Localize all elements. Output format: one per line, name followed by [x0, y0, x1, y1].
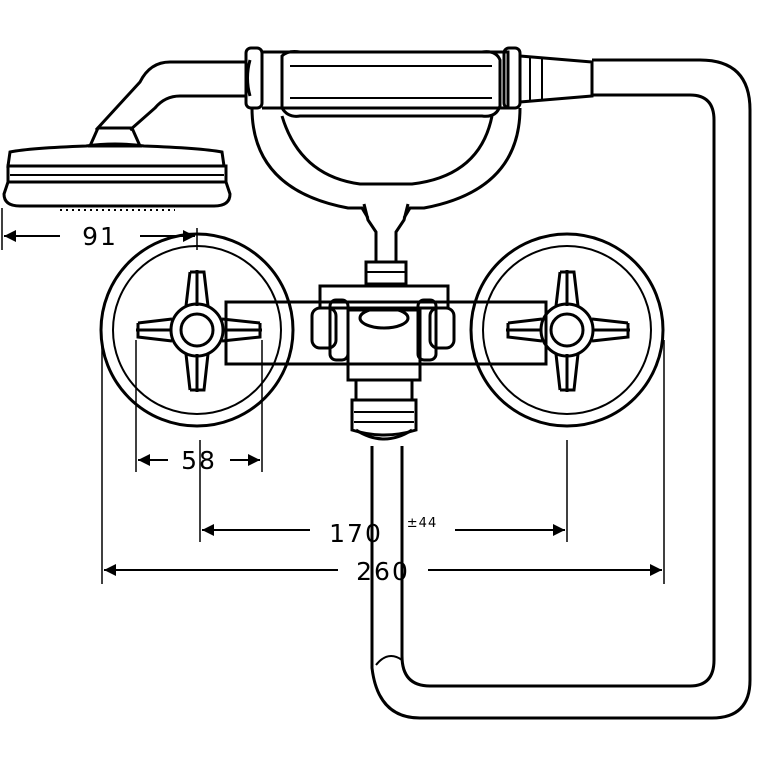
- right-rosette: [469, 232, 665, 428]
- dimension-label-91: 91: [82, 222, 118, 251]
- dimension-overall-width: 260: [104, 557, 662, 586]
- handset: [244, 46, 594, 118]
- dimension-label-170: 170: [329, 519, 383, 548]
- shower-arm: [94, 60, 246, 132]
- shower-head: [2, 126, 232, 211]
- right-cross-handle: [506, 270, 630, 392]
- dimension-tolerance: ±44: [407, 516, 437, 531]
- dimension-label-58: 58: [181, 446, 217, 475]
- extension-lines: [1, 208, 665, 584]
- left-cross-handle: [136, 270, 262, 392]
- dimension-handle: 58: [138, 446, 260, 475]
- dimension-shower-head: 91: [4, 222, 195, 251]
- mixer-body: [224, 284, 548, 441]
- handset-cradle: [250, 107, 522, 286]
- left-rosette: [99, 232, 295, 428]
- hose: [370, 58, 752, 720]
- dimension-center-distance: 170 ±44: [202, 516, 565, 548]
- dimension-label-260: 260: [356, 557, 410, 586]
